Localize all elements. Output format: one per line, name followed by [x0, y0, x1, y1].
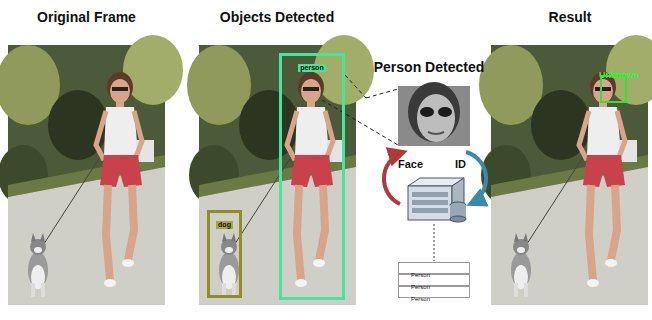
dog-bounding-box: dog [207, 210, 242, 298]
node-text: person [298, 64, 325, 72]
face-box: Unknown [600, 75, 627, 103]
node-text: Person Detected [374, 58, 484, 76]
leader-line [322, 100, 398, 145]
frame-panel: Objects Detected person dog [197, 4, 357, 305]
node-text: Result [549, 8, 592, 26]
id-list-row: Person [398, 286, 470, 298]
face-crop-box: Person Detected [366, 58, 492, 148]
photo-detected [187, 35, 374, 305]
node-text: Original Frame [37, 8, 136, 26]
frame-panel: ResultUnknown [492, 4, 648, 305]
photo-original [0, 35, 183, 305]
node-text: Person [411, 270, 430, 280]
face-crop [398, 82, 470, 146]
dashed-leader-connector [345, 75, 366, 98]
id-list-row: Person [398, 262, 470, 274]
node-text: dog [216, 221, 233, 229]
id-arrow [466, 152, 486, 204]
leader-line [366, 89, 398, 98]
person-bounding-box: person [279, 53, 345, 300]
photo-result [479, 35, 652, 305]
node-text: Person [411, 294, 430, 304]
server-icon [408, 178, 466, 222]
frame-panel: Original Frame [8, 4, 165, 305]
id-list-row: Person [398, 274, 470, 286]
leader-line [434, 224, 435, 261]
node-text: Objects Detected [220, 8, 334, 26]
node-text: Person [411, 282, 430, 292]
arrow-label: Face [398, 158, 423, 171]
arrow-label: ID [455, 158, 466, 171]
node-text: Unknown [599, 70, 640, 80]
